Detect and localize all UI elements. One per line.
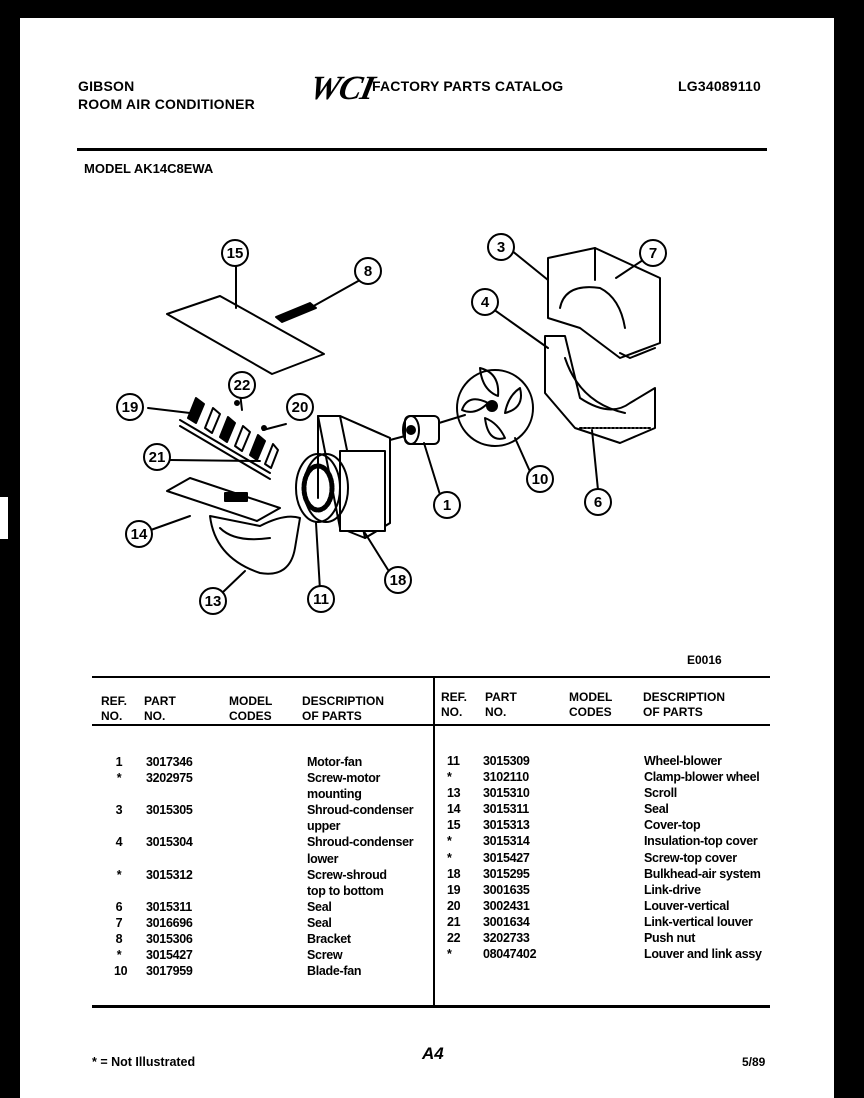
callout-circle	[116, 393, 144, 421]
shroud-lower-shape	[544, 335, 656, 444]
blower-wheel-shape	[295, 453, 349, 523]
header-description-right: DESCRIPTION OF PARTS	[643, 690, 726, 719]
callout-circle	[354, 257, 382, 285]
callout-circle	[584, 488, 612, 516]
bracket-shape	[275, 302, 317, 323]
callout-circle	[228, 371, 256, 399]
left-part-column: 3017346 3202975 3015305 3015304 3015312 …	[146, 755, 193, 979]
right-ref-column: 11 * 13 14 15 * * 18 19 20 21 22 *	[447, 754, 461, 962]
header-part-no-right: PART NO.	[485, 690, 517, 719]
right-description-column: Wheel-blower Clamp-blower wheel Scroll S…	[644, 754, 762, 962]
brand-name: GIBSON	[78, 78, 135, 94]
scan-edge-mark	[0, 497, 8, 539]
callout-circle	[384, 566, 412, 594]
callout-circle	[487, 233, 515, 261]
left-description-column: Motor-fan Screw-motor mounting Shroud-co…	[307, 755, 414, 979]
callout-circle	[471, 288, 499, 316]
shroud-upper-shape	[547, 247, 661, 359]
callout-11: 11	[313, 591, 329, 608]
callout-circle	[143, 443, 171, 471]
left-ref-column: 1 * 3 4 * 6 7 8 * 10	[114, 755, 128, 979]
louver-shape	[179, 397, 279, 480]
page-number: A4	[422, 1044, 444, 1063]
callout-10: 10	[532, 471, 549, 488]
callout-20: 20	[292, 399, 309, 416]
fan-blade-shape	[456, 367, 534, 447]
product-name: ROOM AIR CONDITIONER	[78, 96, 255, 112]
seal-shape	[166, 477, 281, 522]
callout-circle	[221, 239, 249, 267]
callout-circle	[286, 393, 314, 421]
table-top-rule	[92, 676, 770, 678]
callout-circle	[526, 465, 554, 493]
callout-circle	[433, 491, 461, 519]
callout-21: 21	[149, 449, 166, 466]
header-description: DESCRIPTION OF PARTS	[302, 694, 385, 723]
callout-6: 6	[594, 494, 602, 511]
figure-code: E0016	[687, 653, 722, 667]
header-model-codes: MODEL CODES	[229, 694, 273, 723]
callout-circle	[307, 585, 335, 613]
motor-shape	[389, 414, 466, 445]
callout-7: 7	[649, 245, 657, 262]
callout-22: 22	[234, 377, 251, 394]
table-center-divider	[433, 678, 435, 1005]
table-header-rule	[92, 724, 770, 726]
model-number: MODEL AK14C8EWA	[84, 161, 214, 176]
right-part-column: 3015309 3102110 3015310 3015311 3015313 …	[483, 754, 537, 962]
callout-18: 18	[390, 572, 407, 589]
callout-circle	[199, 587, 227, 615]
callout-15: 15	[227, 245, 244, 262]
header-part-no: PART NO.	[144, 694, 176, 723]
callout-circle	[639, 239, 667, 267]
callout-4: 4	[481, 294, 490, 311]
header-rule	[77, 148, 767, 151]
callout-1: 1	[443, 497, 451, 514]
callout-3: 3	[497, 239, 505, 256]
header-model-codes-right: MODEL CODES	[569, 690, 613, 719]
catalog-date: 5/89	[742, 1055, 766, 1069]
not-illustrated-note: * = Not Illustrated	[92, 1055, 196, 1069]
callout-19: 19	[122, 399, 139, 416]
cover-top-shape	[166, 295, 325, 375]
table-bottom-rule	[92, 1005, 770, 1008]
parts-catalog-page: GIBSON ROOM AIR CONDITIONER WCI FACTORY …	[20, 18, 834, 1098]
scroll-shape	[209, 515, 301, 575]
header-ref-no-right: REF. NO.	[441, 690, 468, 719]
callout-circle	[125, 520, 153, 548]
callout-13: 13	[205, 593, 222, 610]
exploded-parts-diagram: 15 8 3 7 4 19 22 20 21 1 10 6 14 13 11 1…	[116, 233, 667, 615]
callout-8: 8	[364, 263, 372, 280]
catalog-number: LG34089110	[678, 78, 761, 94]
header-ref-no: REF. NO.	[101, 694, 128, 723]
callout-14: 14	[131, 526, 148, 543]
bulkhead-shape	[317, 415, 391, 539]
catalog-title: FACTORY PARTS CATALOG	[372, 78, 564, 94]
